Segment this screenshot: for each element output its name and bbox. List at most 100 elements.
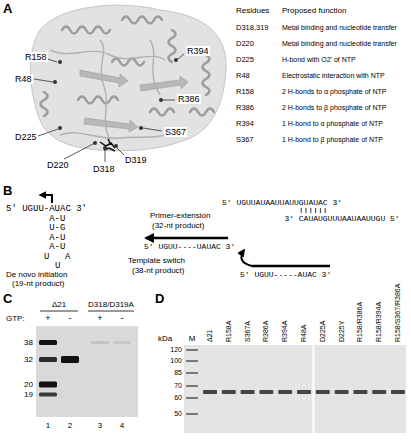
protein-structure: [30, 5, 226, 151]
lane-label: R158A: [225, 321, 233, 342]
residue-marker: [53, 58, 178, 150]
caption-text: (38-nt product): [132, 266, 184, 275]
base-pair: A-U: [49, 214, 65, 224]
size-marker: 32: [24, 355, 33, 364]
size-marker: 50: [174, 410, 182, 418]
residue-marker: [93, 141, 97, 145]
lane-group-label: Δ21: [52, 300, 66, 309]
panel-letter: C: [3, 292, 12, 307]
table-cell: D318,319: [236, 24, 269, 33]
table-cell: 1 H-bond to β phosphate of NTP: [282, 136, 383, 144]
size-marker: 38: [24, 338, 33, 347]
residue-label: D225: [14, 132, 38, 142]
lane-group-label: D318/D319A: [88, 300, 134, 309]
protein-gel: [186, 413, 198, 415]
sequence-arrow: [241, 250, 252, 266]
residue-label: D318: [92, 164, 116, 174]
lane-sign: -: [69, 313, 72, 323]
sequence-arrow: [146, 237, 228, 240]
protein-structure: [80, 70, 188, 132]
protein-gel: [335, 390, 349, 394]
protein-gel: [297, 390, 311, 394]
lane-label: R48A: [300, 324, 308, 342]
lane-number: 4: [120, 421, 124, 430]
residue-label: R158: [24, 52, 48, 62]
residue-marker: [58, 126, 62, 130]
loop-base: A: [65, 252, 70, 262]
table-cell: S367: [236, 136, 254, 145]
leader-line: [48, 59, 57, 62]
table-cell: D225: [236, 56, 254, 65]
size-marker: 100: [170, 357, 182, 365]
protein-structure: [169, 30, 176, 62]
protein-structure: [30, 5, 226, 151]
protein-structure: [41, 17, 215, 117]
protein-gel: [312, 345, 314, 433]
lane-label: R158/R394A: [375, 302, 383, 342]
protein-gel: [241, 390, 255, 394]
lane-label: R158/S367/R386A: [394, 284, 402, 342]
panel-letter: B: [3, 184, 12, 199]
base-pair-tick: [301, 208, 325, 213]
protein-gel: [203, 390, 217, 394]
protein-structure: [100, 40, 110, 140]
size-marker: 70: [174, 382, 182, 390]
leader-line: [38, 129, 58, 136]
residue-label: R48: [14, 74, 33, 84]
table-cell: R394: [236, 120, 254, 129]
table-cell: Metal binding and nucleotide transfer: [282, 24, 397, 32]
lane-number: 3: [98, 421, 102, 430]
protein-structure: [50, 50, 165, 60]
rna-gel: [91, 341, 109, 344]
lane-number: 1: [46, 421, 50, 430]
table-cell: D220: [236, 40, 254, 49]
residue-marker: [139, 126, 143, 130]
lane-number: 2: [68, 421, 72, 430]
protein-structure: [150, 40, 160, 95]
protein-gel: [372, 390, 386, 394]
residue-marker: [103, 146, 107, 150]
protein-structure: [140, 76, 188, 91]
residue-marker: [58, 60, 62, 64]
leader-line: [34, 79, 53, 82]
rna-gel: [39, 357, 57, 362]
leader-line: [143, 128, 162, 131]
loop-base: U: [44, 252, 49, 262]
row-label: GTP:: [6, 314, 25, 323]
lane-label: R394A: [281, 321, 289, 342]
size-marker: 120: [170, 346, 182, 354]
protein-structure: [100, 139, 115, 151]
table-cell: R158: [236, 88, 254, 97]
size-marker: 20: [24, 380, 33, 389]
protein-gel: [186, 397, 198, 399]
protein-structure: [84, 118, 138, 132]
protein-structure: [50, 40, 180, 140]
protein-structure: [41, 92, 48, 116]
protein-structure: [62, 27, 110, 34]
protein-structure: [190, 109, 214, 116]
size-marker: 60: [174, 394, 182, 402]
residue-label: D319: [124, 155, 148, 165]
residue-label: R386: [177, 94, 201, 104]
rna-gel: [36, 326, 138, 417]
leader-line: [64, 144, 93, 159]
rna-gel: [39, 340, 57, 345]
rna-gel: [36, 326, 138, 417]
table-header: Residues: [236, 6, 269, 15]
lane-label: M: [189, 334, 196, 343]
panel-letter: A: [3, 2, 12, 17]
lane-label: D225A: [319, 321, 327, 342]
leader-line: [163, 100, 175, 101]
table-header: Proposed function: [282, 6, 347, 15]
residue-label: R394: [186, 46, 210, 56]
sequence-text: 5' UGUU-AUAC 3': [6, 204, 87, 214]
protein-structure: [78, 97, 118, 104]
protein-gel: [184, 345, 406, 433]
table-cell: 1 H-bond to α phosphate of NTP: [282, 120, 383, 128]
caption-text: Primer-extension: [150, 211, 210, 220]
lane-group-bracket: [40, 311, 134, 312]
table-cell: 2 H-bonds to β phosphate of NTP: [282, 104, 386, 112]
protein-structure: [122, 17, 162, 24]
protein-gel: [186, 385, 198, 387]
residue-label: S367: [164, 127, 187, 137]
